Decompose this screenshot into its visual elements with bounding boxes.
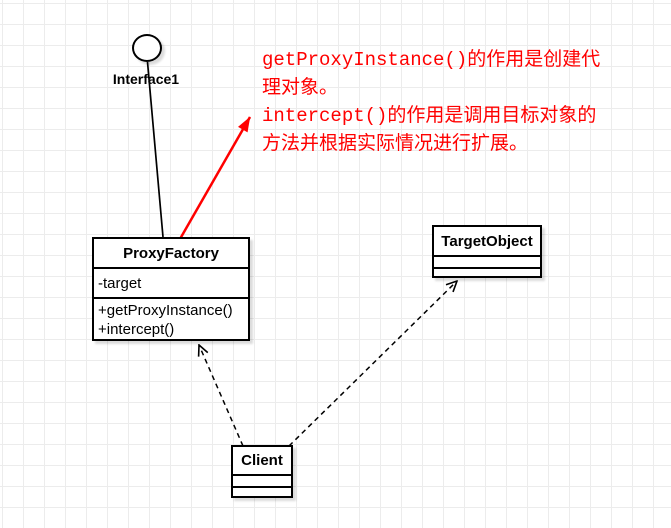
class-proxyfactory-title: ProxyFactory [123, 244, 219, 262]
class-client-methods [233, 486, 291, 496]
class-targetobject-attributes [434, 255, 540, 267]
class-targetobject[interactable]: TargetObject [432, 225, 542, 278]
dependency-arrow-client-targetobject[interactable] [288, 281, 457, 447]
annotation-line: getProxyInstance()的作用是创建代 [262, 49, 601, 71]
method-getproxyinstance: +getProxyInstance() [98, 302, 233, 319]
annotation-line: 方法并根据实际情况进行扩展。 [262, 133, 529, 155]
dependency-arrow-client-proxyfactory[interactable] [199, 345, 244, 447]
class-targetobject-methods [434, 267, 540, 276]
attribute-target: -target [98, 274, 142, 292]
interface-realization-line[interactable] [146, 61, 164, 238]
annotation-line: intercept()的作用是调用目标对象的 [262, 105, 597, 127]
interface-lollipop-circle[interactable] [132, 34, 162, 62]
class-targetobject-title: TargetObject [441, 232, 533, 250]
class-client[interactable]: Client [231, 445, 293, 498]
class-client-attributes [233, 474, 291, 486]
class-client-title: Client [241, 452, 283, 469]
annotation-arrow[interactable] [178, 116, 252, 240]
interface-label: Interface1 [112, 71, 180, 87]
annotation-text[interactable]: getProxyInstance()的作用是创建代 理对象。 intercept… [262, 46, 664, 158]
class-proxyfactory-methods: +getProxyInstance() +intercept() [94, 297, 248, 339]
class-proxyfactory-attributes: -target [94, 267, 248, 297]
method-intercept: +intercept() [98, 321, 175, 338]
annotation-line: 理对象。 [262, 77, 339, 99]
class-proxyfactory[interactable]: ProxyFactory -target +getProxyInstance()… [92, 237, 250, 341]
